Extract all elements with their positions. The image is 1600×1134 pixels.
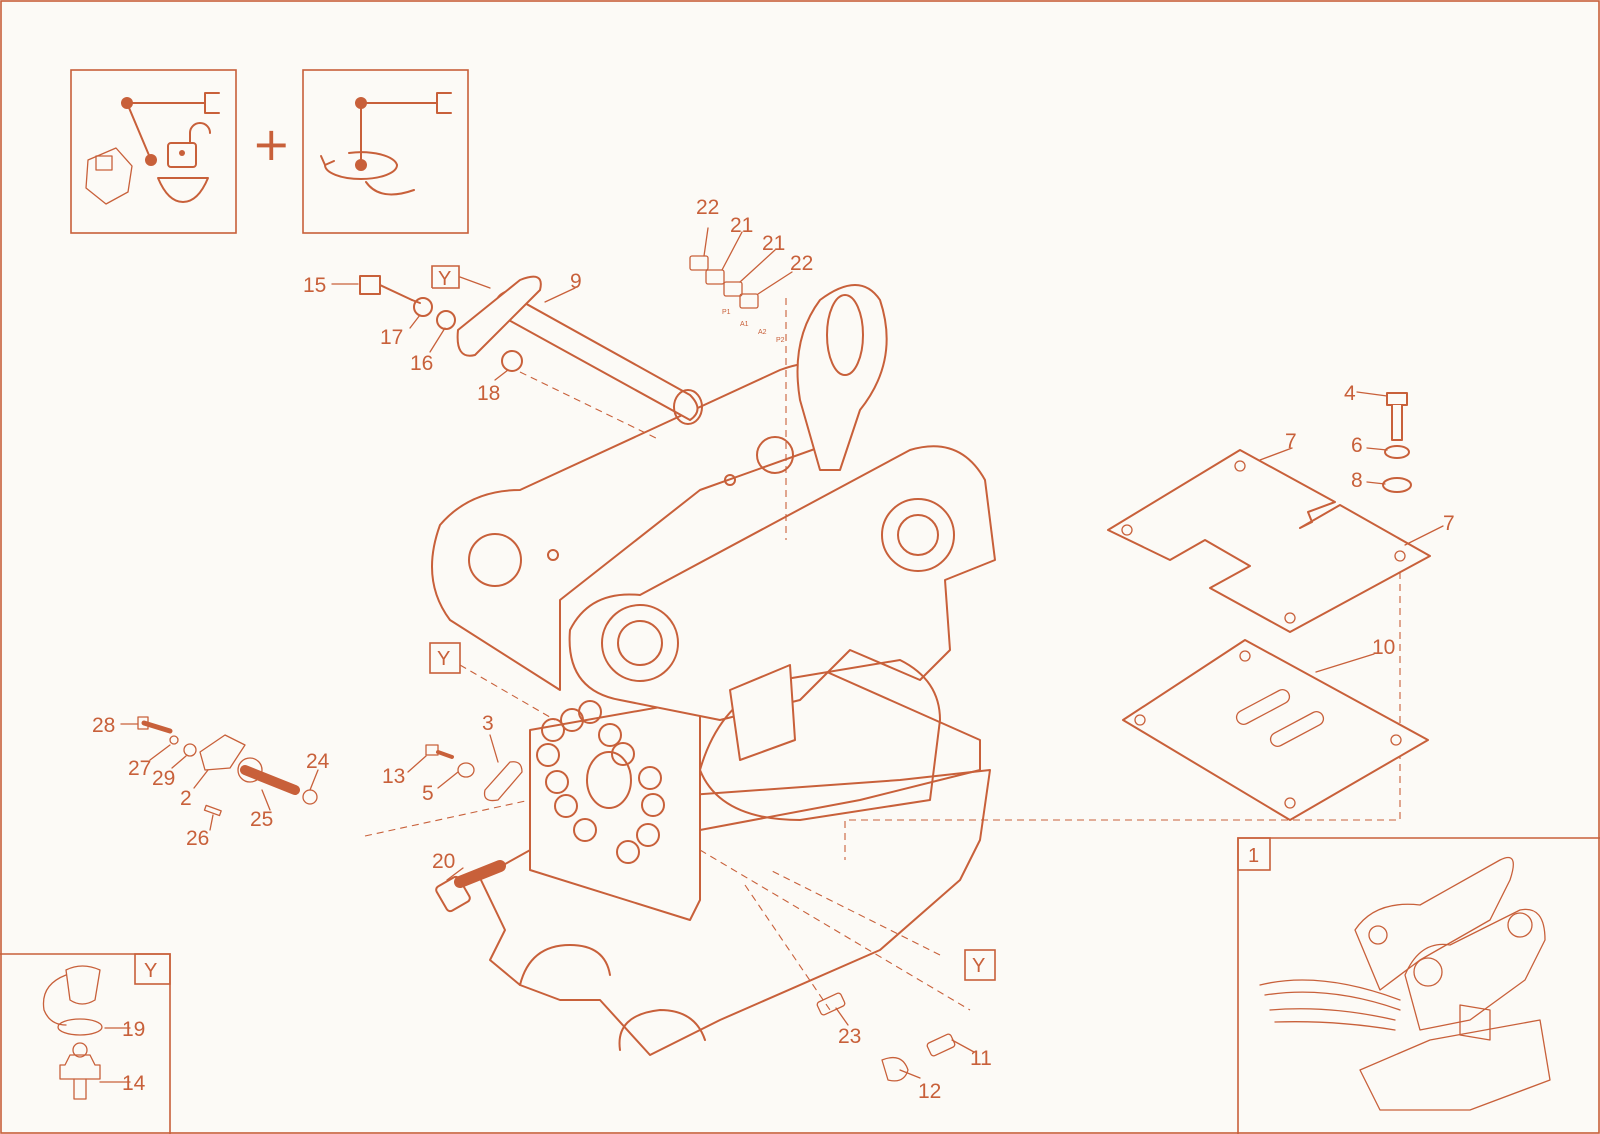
callout-8: 8 — [1351, 469, 1363, 492]
callout-11: 11 — [970, 1047, 992, 1070]
callout-15: 15 — [303, 274, 326, 297]
detail-frame-y-mid — [429, 642, 461, 674]
pin-assembly — [359, 265, 703, 425]
cover-plate-parts — [425, 744, 523, 802]
overview-label: 1 — [1248, 845, 1259, 867]
callout-5: 5 — [422, 782, 434, 805]
fittings-group — [689, 255, 759, 309]
callout-leaders — [99, 227, 1444, 1083]
detail-label-y-lower: Y — [972, 955, 985, 977]
callout-27: 27 — [128, 757, 151, 780]
callout-22: 22 — [790, 252, 813, 275]
callout-6: 6 — [1351, 434, 1363, 457]
callout-22: 22 — [696, 196, 719, 219]
callout-3: 3 — [482, 712, 494, 735]
callout-20: 20 — [432, 850, 455, 873]
callout-23: 23 — [838, 1025, 861, 1048]
callout-19: 19 — [122, 1018, 145, 1041]
callout-16: 16 — [410, 352, 433, 375]
quick-coupler-body — [431, 284, 996, 1056]
detail-label-y-top: Y — [438, 268, 451, 290]
operator-switch-unlock-icon — [70, 69, 237, 234]
mounting-plates — [1107, 392, 1431, 821]
detail-label-y-mid: Y — [437, 648, 450, 670]
lower-fittings — [816, 992, 956, 1082]
callout-21: 21 — [730, 214, 753, 237]
callout-29: 29 — [152, 767, 175, 790]
detail-label-y-key: Y — [144, 960, 157, 982]
assembly-lines — [364, 298, 1401, 1011]
port-label-p1: P1 — [722, 309, 731, 316]
callout-10: 10 — [1372, 636, 1395, 659]
callout-21: 21 — [762, 232, 785, 255]
port-label-a2: A2 — [758, 329, 767, 336]
callout-13: 13 — [382, 765, 405, 788]
port-label-a1: A1 — [740, 321, 749, 328]
port-label-p2: P2 — [776, 337, 785, 344]
callout-7: 7 — [1285, 430, 1297, 453]
callout-9: 9 — [570, 270, 582, 293]
tilt-rotate-icon — [302, 69, 469, 234]
callout-2: 2 — [180, 787, 192, 810]
callout-12: 12 — [918, 1080, 941, 1103]
detail-y-box — [0, 953, 171, 1134]
plus-sign: + — [252, 117, 291, 171]
callout-4: 4 — [1344, 382, 1356, 405]
callout-28: 28 — [92, 714, 115, 737]
overview-inset — [1237, 837, 1600, 1134]
detail-frame-y-lower — [964, 949, 996, 981]
callout-14: 14 — [122, 1072, 146, 1095]
callout-7: 7 — [1443, 512, 1455, 535]
callout-25: 25 — [250, 808, 273, 831]
callout-numbers: 22 21 21 22 9 15 17 16 18 4 6 7 8 7 10 2… — [92, 196, 1455, 1103]
callout-17: 17 — [380, 326, 403, 349]
callout-26: 26 — [186, 827, 209, 850]
swivel-parts — [137, 716, 318, 817]
bolt-20 — [435, 860, 506, 913]
callout-18: 18 — [477, 382, 500, 405]
callout-24: 24 — [306, 750, 330, 773]
